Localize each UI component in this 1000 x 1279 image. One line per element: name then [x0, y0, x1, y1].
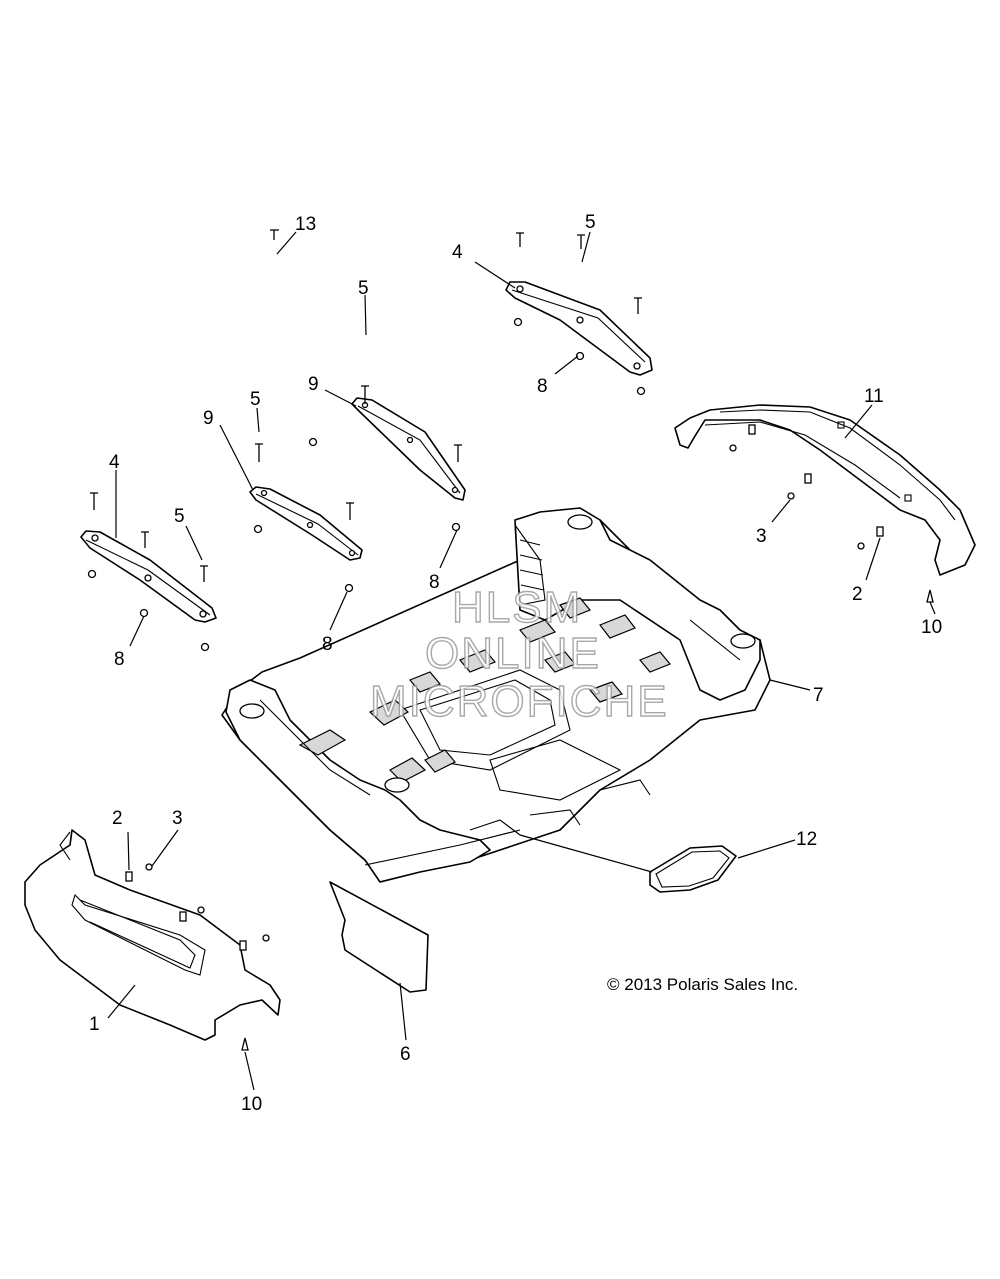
callout-labels: 13 4 5 8 5 9 5 9 4 5 8 8 8 11 3 2 10 7 1… — [89, 212, 942, 1115]
callout-8-center: 8 — [322, 634, 333, 655]
callout-2-rear: 2 — [852, 584, 863, 605]
clip-rear-d — [729, 444, 737, 452]
callout-1: 1 — [89, 1014, 100, 1035]
rivet-10-front — [241, 1037, 249, 1051]
callout-4-upper: 4 — [452, 242, 463, 263]
nut-8-a — [513, 317, 523, 327]
screw-5-left-e — [200, 565, 208, 582]
callout-5-upper: 5 — [585, 212, 596, 233]
callout-6: 6 — [400, 1044, 411, 1065]
callout-8-mid: 8 — [429, 572, 440, 593]
screw-5-left-d — [141, 531, 149, 548]
floor-pad-part-12 — [649, 845, 737, 893]
clip-rear-c — [748, 424, 756, 435]
nut-8-i — [139, 608, 149, 618]
clip-3-front — [145, 863, 153, 871]
leader-lines — [107, 231, 936, 1091]
callout-7: 7 — [813, 685, 824, 706]
rail-part-4-upper — [505, 281, 653, 376]
clip-rear-b — [857, 542, 865, 550]
screw-5-top-a — [516, 232, 524, 247]
clip-2-front — [125, 871, 133, 882]
nut-8-e — [451, 522, 461, 532]
callout-5-mid: 5 — [358, 278, 369, 299]
watermark-line-2: ONLINE — [425, 629, 601, 678]
screw-5-left-c — [90, 492, 98, 510]
callout-8-left: 8 — [114, 649, 125, 670]
screw-5-left-a — [255, 443, 263, 462]
watermark: HLSM ONLINE MICROFICHE — [369, 582, 669, 726]
nut-8-d — [308, 437, 318, 447]
nut-8-h — [87, 569, 97, 579]
clip-2-rear — [876, 526, 884, 537]
clip-3-rear — [787, 492, 795, 500]
watermark-line-3: MICROFICHE — [370, 677, 669, 726]
rail-part-4-left — [80, 530, 217, 623]
clip-front-c — [197, 906, 205, 914]
front-panel-part-1 — [24, 829, 281, 1041]
nut-8-f — [253, 524, 263, 534]
callout-5-far-left: 5 — [174, 506, 185, 527]
rivet-10-rear — [926, 589, 934, 603]
nut-8-g — [344, 583, 354, 593]
watermark-line-1: HLSM — [452, 583, 582, 632]
callout-11: 11 — [864, 386, 884, 407]
callout-13: 13 — [295, 214, 316, 235]
screw-13 — [270, 229, 279, 240]
callout-9-upper: 9 — [308, 374, 319, 395]
callout-10-front: 10 — [241, 1094, 262, 1115]
callout-4-left: 4 — [109, 452, 120, 473]
clip-front-d — [239, 940, 247, 951]
clip-front-e — [262, 934, 270, 942]
nut-8-j — [200, 642, 210, 652]
callout-5-left: 5 — [250, 389, 261, 410]
bracket-part-9-left — [249, 486, 363, 561]
callout-3-front: 3 — [172, 808, 183, 829]
rear-panel-part-11 — [674, 404, 976, 576]
callout-12: 12 — [796, 829, 817, 850]
nut-8-c — [636, 386, 646, 396]
callout-2-front: 2 — [112, 808, 123, 829]
copyright-notice: © 2013 Polaris Sales Inc. — [607, 975, 798, 994]
screw-5-mid — [361, 385, 369, 404]
callout-3-rear: 3 — [756, 526, 767, 547]
callout-10-rear: 10 — [921, 617, 942, 638]
screw-5-mid-b — [454, 444, 462, 462]
nut-8-b — [575, 351, 585, 361]
screw-5-top-b — [577, 234, 585, 249]
screw-5-top-c — [634, 297, 642, 314]
bracket-part-9-upper — [351, 397, 466, 501]
callout-8-upper: 8 — [537, 376, 548, 397]
clip-rear-e — [804, 473, 812, 484]
screw-5-left-b — [346, 502, 354, 520]
side-panel-part-6 — [329, 881, 429, 993]
callout-9-left: 9 — [203, 408, 214, 429]
cargo-box-part-7 — [221, 507, 771, 883]
clip-front-b — [179, 911, 187, 922]
